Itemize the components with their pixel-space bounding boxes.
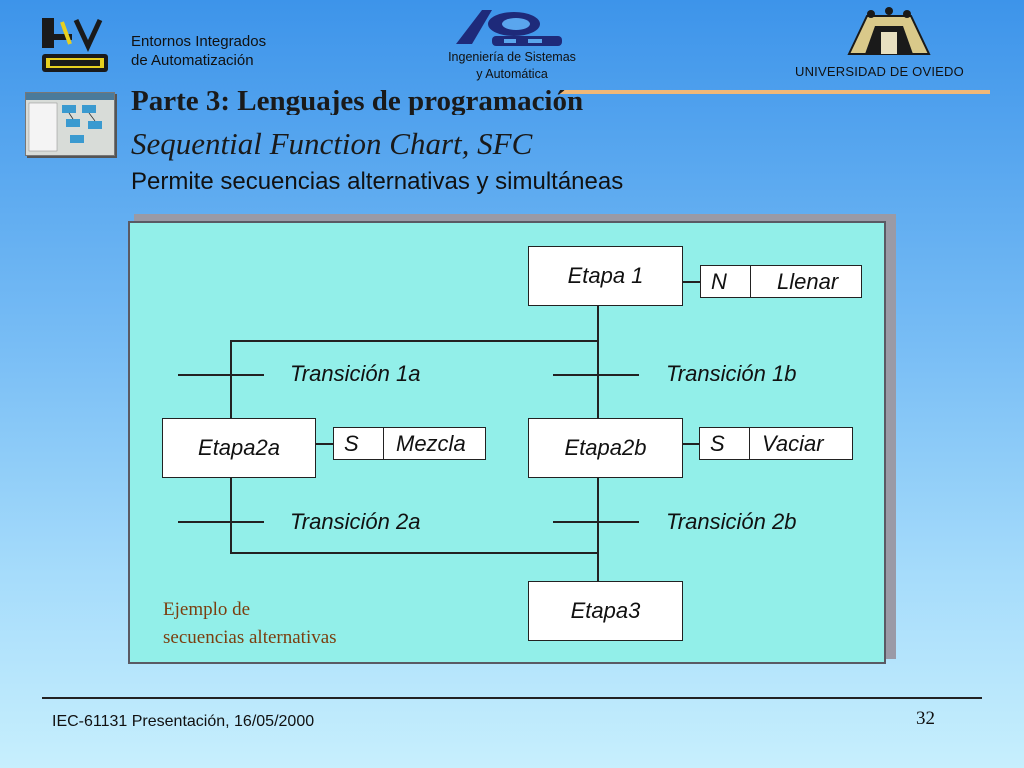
action-link [681, 281, 701, 283]
connector-line [230, 477, 232, 553]
isa-logo [452, 6, 570, 50]
transition-2b-label: Transición 2b [666, 509, 797, 534]
slide-subtitle: Permite secuencias alternativas y simult… [131, 168, 624, 195]
action-name: Vaciar [762, 430, 824, 456]
transition-bar [178, 521, 264, 523]
footer-divider [42, 697, 982, 699]
step-etapa2b: Etapa2b [528, 418, 683, 478]
slide-title: Parte 3: Lenguajes de programación [131, 85, 584, 115]
connector-line [230, 552, 599, 554]
university-crest [845, 6, 933, 56]
transition-bar [553, 521, 639, 523]
action-link [681, 443, 700, 445]
genia-logo [40, 16, 112, 76]
action-qualifier: S [334, 428, 384, 459]
connector-line [597, 305, 599, 341]
diagram-caption: Ejemplo de secuencias alternativas [163, 599, 337, 648]
connector-line [230, 340, 599, 342]
header-center-text: Ingeniería de Sistemas y Automática [448, 50, 576, 81]
step-etapa2a: Etapa2a [162, 418, 316, 478]
action-vaciar: S Vaciar [699, 427, 853, 460]
screenshot-thumbnail [25, 92, 115, 156]
step-etapa1: Etapa 1 [528, 246, 683, 306]
slide-title-sfc: Sequential Function Chart, SFC [131, 126, 533, 161]
header-divider [560, 90, 990, 94]
connector-line [230, 340, 232, 419]
action-name: Mezcla [396, 430, 466, 456]
transition-2a-label: Transición 2a [290, 509, 421, 534]
connector-line [597, 477, 599, 582]
transition-1b-label: Transición 1b [666, 361, 797, 386]
transition-1a-label: Transición 1a [290, 361, 421, 386]
connector-line [597, 340, 599, 419]
transition-bar [178, 374, 264, 376]
action-llenar: N Llenar [700, 265, 862, 298]
header-left-text: Entornos Integrados de Automatización [131, 33, 267, 69]
footer-text: IEC-61131 Presentación, 16/05/2000 [52, 713, 315, 730]
transition-bar [553, 374, 639, 376]
action-mezcla: S Mezcla [333, 427, 486, 460]
action-qualifier: S [700, 428, 750, 459]
page-number: 32 [916, 708, 935, 729]
step-etapa3: Etapa3 [528, 581, 683, 641]
action-qualifier: N [701, 266, 751, 297]
header-right-text: UNIVERSIDAD DE OVIEDO [795, 64, 964, 79]
action-link [315, 443, 334, 445]
action-name: Llenar [777, 268, 839, 294]
